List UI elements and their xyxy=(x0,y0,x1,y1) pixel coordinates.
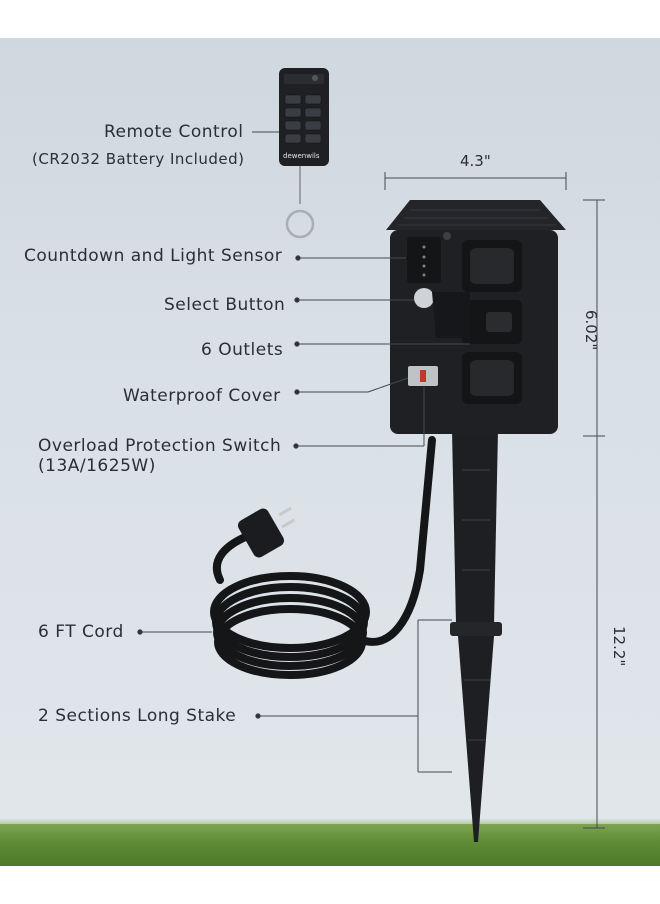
leader-lines xyxy=(137,131,470,719)
cord-label: 6 FT Cord xyxy=(38,622,124,642)
grass-edge xyxy=(0,818,660,824)
width-dimension-label: 4.3" xyxy=(460,152,491,170)
select-button-label: Select Button xyxy=(164,295,286,315)
stake-bracket xyxy=(417,619,452,773)
cord-image xyxy=(210,436,436,679)
remote-control-image: dewenwils xyxy=(279,68,329,239)
stake-label: 2 Sections Long Stake xyxy=(38,706,237,726)
width-dimension xyxy=(384,172,567,190)
waterproof-cover-label: Waterproof Cover xyxy=(123,386,281,406)
remote-brand: dewenwils xyxy=(283,152,320,160)
outlet-device-image xyxy=(386,200,566,434)
battery-note-label: (CR2032 Battery Included) xyxy=(32,150,245,168)
remote-control-label: Remote Control xyxy=(104,122,244,142)
height-dimension xyxy=(583,199,605,829)
overload-spec-label: (13A/1625W) xyxy=(38,456,156,476)
countdown-sensor-label: Countdown and Light Sensor xyxy=(24,246,283,266)
height-dimension-label: 6.02" xyxy=(582,310,600,351)
stake-image xyxy=(450,430,502,842)
grass xyxy=(0,824,660,866)
outlets-label: 6 Outlets xyxy=(201,340,284,360)
stake-length-label: 12.2" xyxy=(610,626,628,667)
overload-switch-label: Overload Protection Switch xyxy=(38,436,282,456)
product-scene xyxy=(0,38,660,866)
plug-image xyxy=(237,506,296,558)
